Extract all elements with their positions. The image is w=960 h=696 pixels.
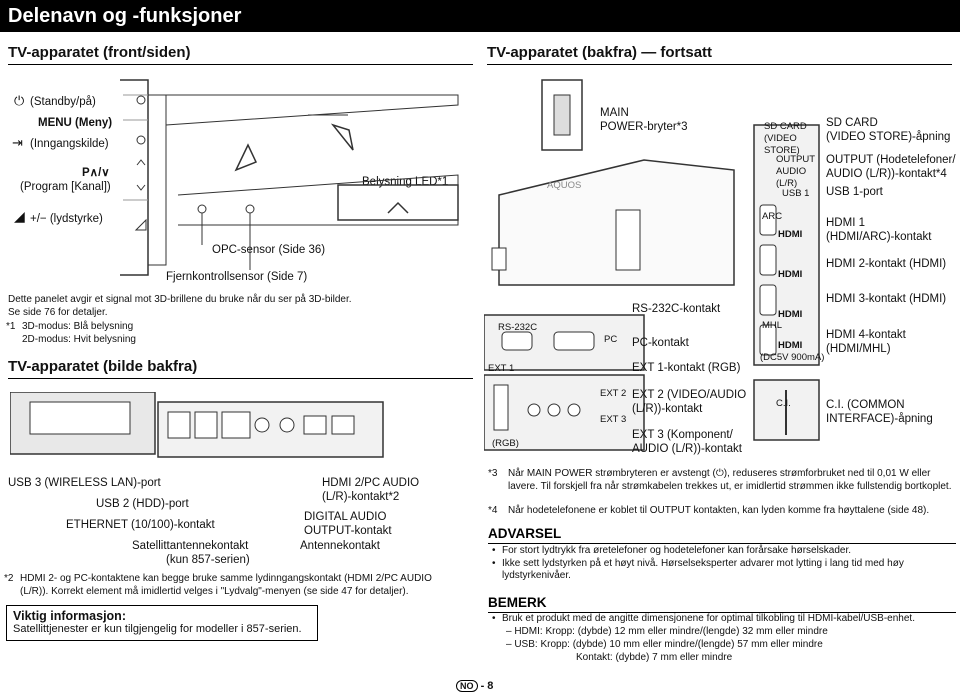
hdmi1-sub-label: (HDMI/ARC)-kontakt — [826, 231, 932, 243]
important-title: Viktig informasjon: — [13, 609, 126, 623]
front-panel-drawing — [120, 79, 459, 276]
warning-item: For stort lydtrykk fra øretelefoner og h… — [492, 545, 952, 558]
tv-back-drawing — [484, 79, 820, 451]
rgb-small: (RGB) — [492, 438, 519, 449]
note-title: BEMERK — [488, 595, 956, 613]
footnote-2-mark: *2 — [4, 573, 14, 584]
output-sub-label: AUDIO (L/R))-kontakt*4 — [826, 168, 947, 180]
hdmi3-label: HDMI 3-kontakt (HDMI) — [826, 293, 947, 305]
note-3d-line2: Se side 76 for detaljer. — [8, 307, 108, 318]
warning-list: For stort lydtrykk fra øretelefoner og h… — [492, 545, 952, 583]
rs232-label: RS-232C-kontakt — [632, 303, 721, 315]
ci-small: C.I. — [776, 398, 791, 409]
hdmi-small-2: HDMI — [778, 269, 803, 280]
rear-panel-drawing — [10, 392, 384, 458]
power-icon: ⏻ — [14, 93, 25, 108]
sdcard-small: SD CARD (VIDEO STORE) — [764, 121, 807, 156]
mhl-small: MHL — [762, 320, 783, 331]
satellite-label: Satellittantennekontakt — [132, 540, 249, 552]
input-icon: ⇥ — [12, 135, 23, 150]
rear-section-title: TV-apparatet (bilde bakfra) — [8, 358, 473, 379]
pc-small: PC — [604, 334, 618, 345]
usb1-small: USB 1 — [782, 188, 810, 199]
footnote-4-mark: *4 — [488, 505, 498, 516]
sdcard-label: SD CARD — [826, 117, 878, 129]
output-small: OUTPUT AUDIO (L/R) — [776, 154, 815, 189]
usb1-label: USB 1-port — [826, 186, 883, 198]
footnote-3-text: Når MAIN POWER strømbryteren er avstengt… — [508, 468, 952, 492]
warning-title: ADVARSEL — [488, 526, 956, 544]
hdmi-small-3: HDMI — [778, 309, 803, 320]
hdmi2pc-sub-label: (L/R)-kontakt*2 — [322, 491, 400, 503]
ci-label: C.I. (COMMON — [826, 399, 905, 411]
note-item: Bruk et produkt med de angitte dimensjon… — [492, 613, 952, 626]
input-label: (Inngangskilde) — [30, 138, 109, 150]
usb2-label: USB 2 (HDD)-port — [96, 498, 189, 510]
main-power-label: MAIN — [600, 107, 629, 119]
hdmi4-sub-label: (HDMI/MHL) — [826, 343, 891, 355]
ext1-small: EXT 1 — [488, 363, 515, 374]
hdmi-small-1: HDMI — [778, 229, 803, 240]
program-sub-label: (Program [Kanal]) — [20, 181, 111, 193]
ext2-sub-label: (L/R))-kontakt — [632, 403, 703, 415]
hdmi1-label: HDMI 1 — [826, 217, 865, 229]
arc-small: ARC — [762, 211, 783, 222]
ext2-label: EXT 2 (VIDEO/AUDIO — [632, 389, 747, 401]
important-info-box: Viktig informasjon: Satellittjenester er… — [6, 605, 318, 641]
footnote-4-text: Når hodetelefonene er koblet til OUTPUT … — [508, 505, 930, 516]
ext3-sub-label: AUDIO (L/R))-kontakt — [632, 443, 742, 455]
satellite-sub-label: (kun 857-serien) — [166, 554, 250, 566]
front-section-title: TV-apparatet (front/siden) — [8, 44, 473, 65]
note-sub-hdmi: – HDMI: Kropp: (dybde) 12 mm eller mindr… — [506, 626, 828, 637]
note-3d-line1: Dette panelet avgir et signal mot 3D-bri… — [8, 294, 352, 305]
standby-label: (Standby/på) — [30, 96, 96, 108]
ext3-small: EXT 3 — [600, 414, 627, 425]
output-label: OUTPUT (Hodetelefoner/ — [826, 154, 956, 166]
footnote-3-mark: *3 — [488, 468, 498, 479]
language-badge: NO — [456, 680, 478, 692]
volume-icon: ◢ — [14, 208, 25, 224]
hdmi-small-4: HDMI — [778, 340, 803, 351]
menu-label: MENU (Meny) — [38, 117, 113, 129]
program-label: P∧/∨ — [82, 167, 110, 179]
mode-2d-white: 2D-modus: Hvit belysning — [22, 334, 136, 345]
ethernet-label: ETHERNET (10/100)-kontakt — [66, 519, 215, 531]
opc-label: OPC-sensor (Side 36) — [212, 244, 326, 256]
aquos-logo-text: AQUOS — [547, 180, 582, 191]
ext3-label: EXT 3 (Komponent/ — [632, 429, 733, 441]
rear-cont-section-title: TV-apparatet (bakfra) — fortsatt — [487, 44, 952, 65]
usb3-label: USB 3 (WIRELESS LAN)-port — [8, 477, 161, 489]
pc-label: PC-kontakt — [632, 337, 689, 349]
important-text: Satellittjenester er kun tilgjengelig fo… — [13, 623, 302, 635]
footnote-2-text: HDMI 2- og PC-kontaktene kan begge bruke… — [20, 573, 432, 597]
main-power-sub-label: POWER-bryter*3 — [600, 121, 688, 133]
footnote-1-mark: *1 — [6, 321, 16, 332]
note-list: Bruk et produkt med de angitte dimensjon… — [492, 613, 952, 626]
mode-3d-blue: 3D-modus: Blå belysning — [22, 321, 134, 332]
volume-label: +/− (lydstyrke) — [30, 213, 103, 225]
note-sub-contact: Kontakt: (dybde) 7 mm eller mindre — [576, 652, 733, 663]
remote-sensor-label: Fjernkontrollsensor (Side 7) — [166, 271, 308, 283]
note-sub-usb: – USB: Kropp: (dybde) 10 mm eller mindre… — [506, 639, 823, 650]
page-title: Delenavn og -funksjoner — [0, 0, 960, 32]
hdmi4-label: HDMI 4-kontakt — [826, 329, 906, 341]
ci-sub-label: INTERFACE)-åpning — [826, 413, 933, 425]
digital-label: DIGITAL AUDIO — [304, 511, 387, 523]
digital-sub-label: OUTPUT-kontakt — [304, 525, 392, 537]
dc-small: (DC5V 900mA) — [760, 352, 825, 363]
antenna-label: Antennekontakt — [300, 540, 380, 552]
hdmi2-label: HDMI 2-kontakt (HDMI) — [826, 258, 947, 270]
sdcard-sub-label: (VIDEO STORE)-åpning — [826, 131, 951, 143]
ext1-label: EXT 1-kontakt (RGB) — [632, 362, 741, 374]
ext2-small: EXT 2 — [600, 388, 627, 399]
page-number: - 8 — [480, 680, 494, 692]
hdmi2pc-label: HDMI 2/PC AUDIO — [322, 477, 420, 489]
warning-item: Ikke sett lydstyrken på et høyt nivå. Hø… — [492, 558, 952, 583]
page-footer: NO - 8 — [456, 680, 493, 692]
rs232c-small: RS-232C — [498, 322, 538, 333]
